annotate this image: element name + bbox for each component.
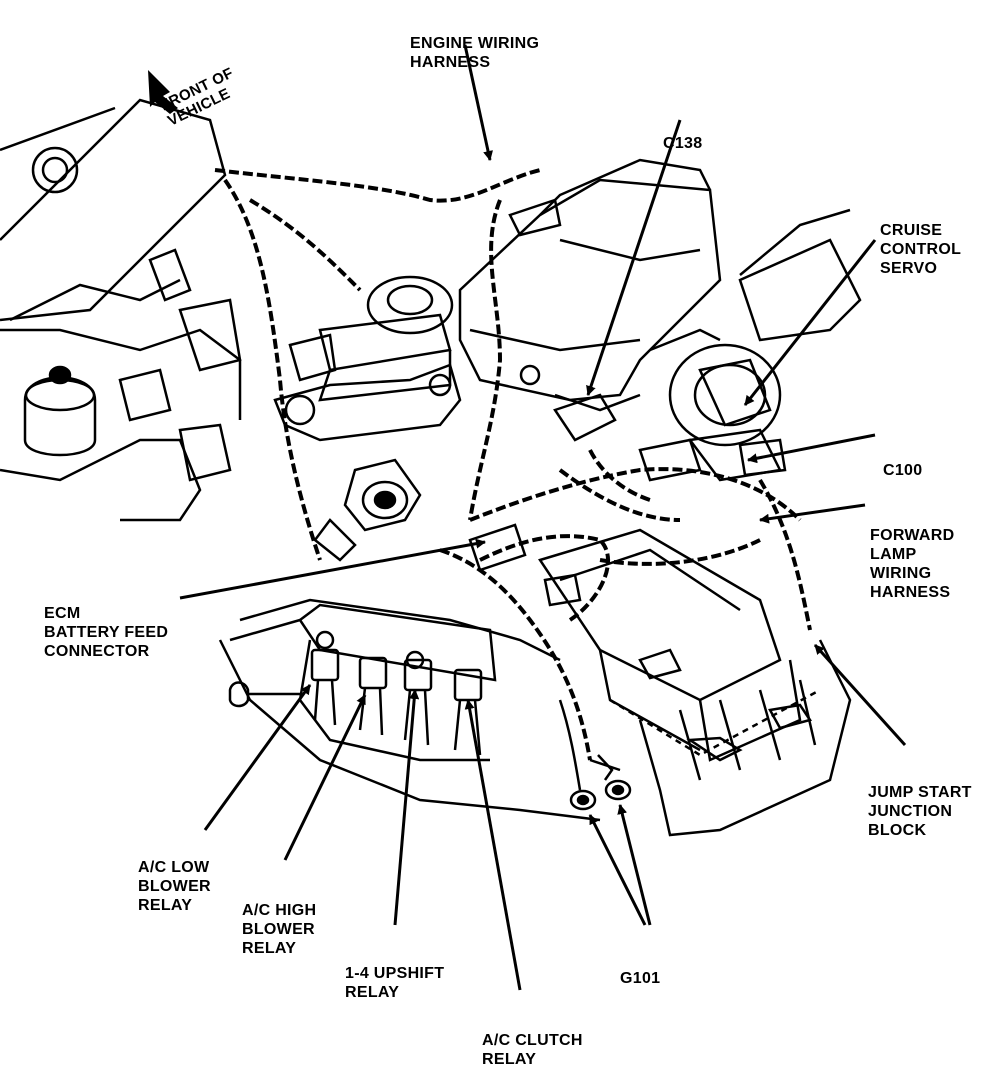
label-g101: G101 [620, 970, 661, 987]
leader-upshift-relay [393, 689, 420, 926]
label-c100: C100 [883, 462, 923, 479]
leader-g101-a [588, 814, 647, 926]
engine-block [0, 98, 242, 522]
callout-lines [179, 44, 907, 991]
battery-tray [538, 528, 852, 837]
brake-booster [458, 158, 722, 412]
leader-g101-b [617, 804, 652, 926]
leader-ac-clutch-relay [464, 699, 522, 991]
leader-c100 [747, 433, 876, 464]
connectors [468, 393, 787, 607]
leader-cruise-control-servo [743, 239, 877, 406]
master-cylinder [273, 275, 462, 562]
label-c138: C138 [663, 135, 703, 152]
leader-c138 [586, 119, 682, 396]
engine-compartment-diagram [0, 44, 907, 991]
leader-engine-wiring-harness [463, 44, 493, 161]
front-direction-arrow [148, 70, 178, 114]
leader-ac-high-blower [283, 694, 367, 861]
leader-forward-lamp-harness [759, 503, 866, 524]
cruise-control-servo [649, 208, 862, 482]
leader-ac-low-blower [203, 684, 312, 831]
leader-ecm-battery-feed [179, 538, 486, 600]
relay-bracket [218, 598, 601, 822]
leader-jump-start-block [813, 643, 907, 747]
ground-bolts [558, 699, 632, 811]
wiring-harnesses [214, 168, 812, 761]
